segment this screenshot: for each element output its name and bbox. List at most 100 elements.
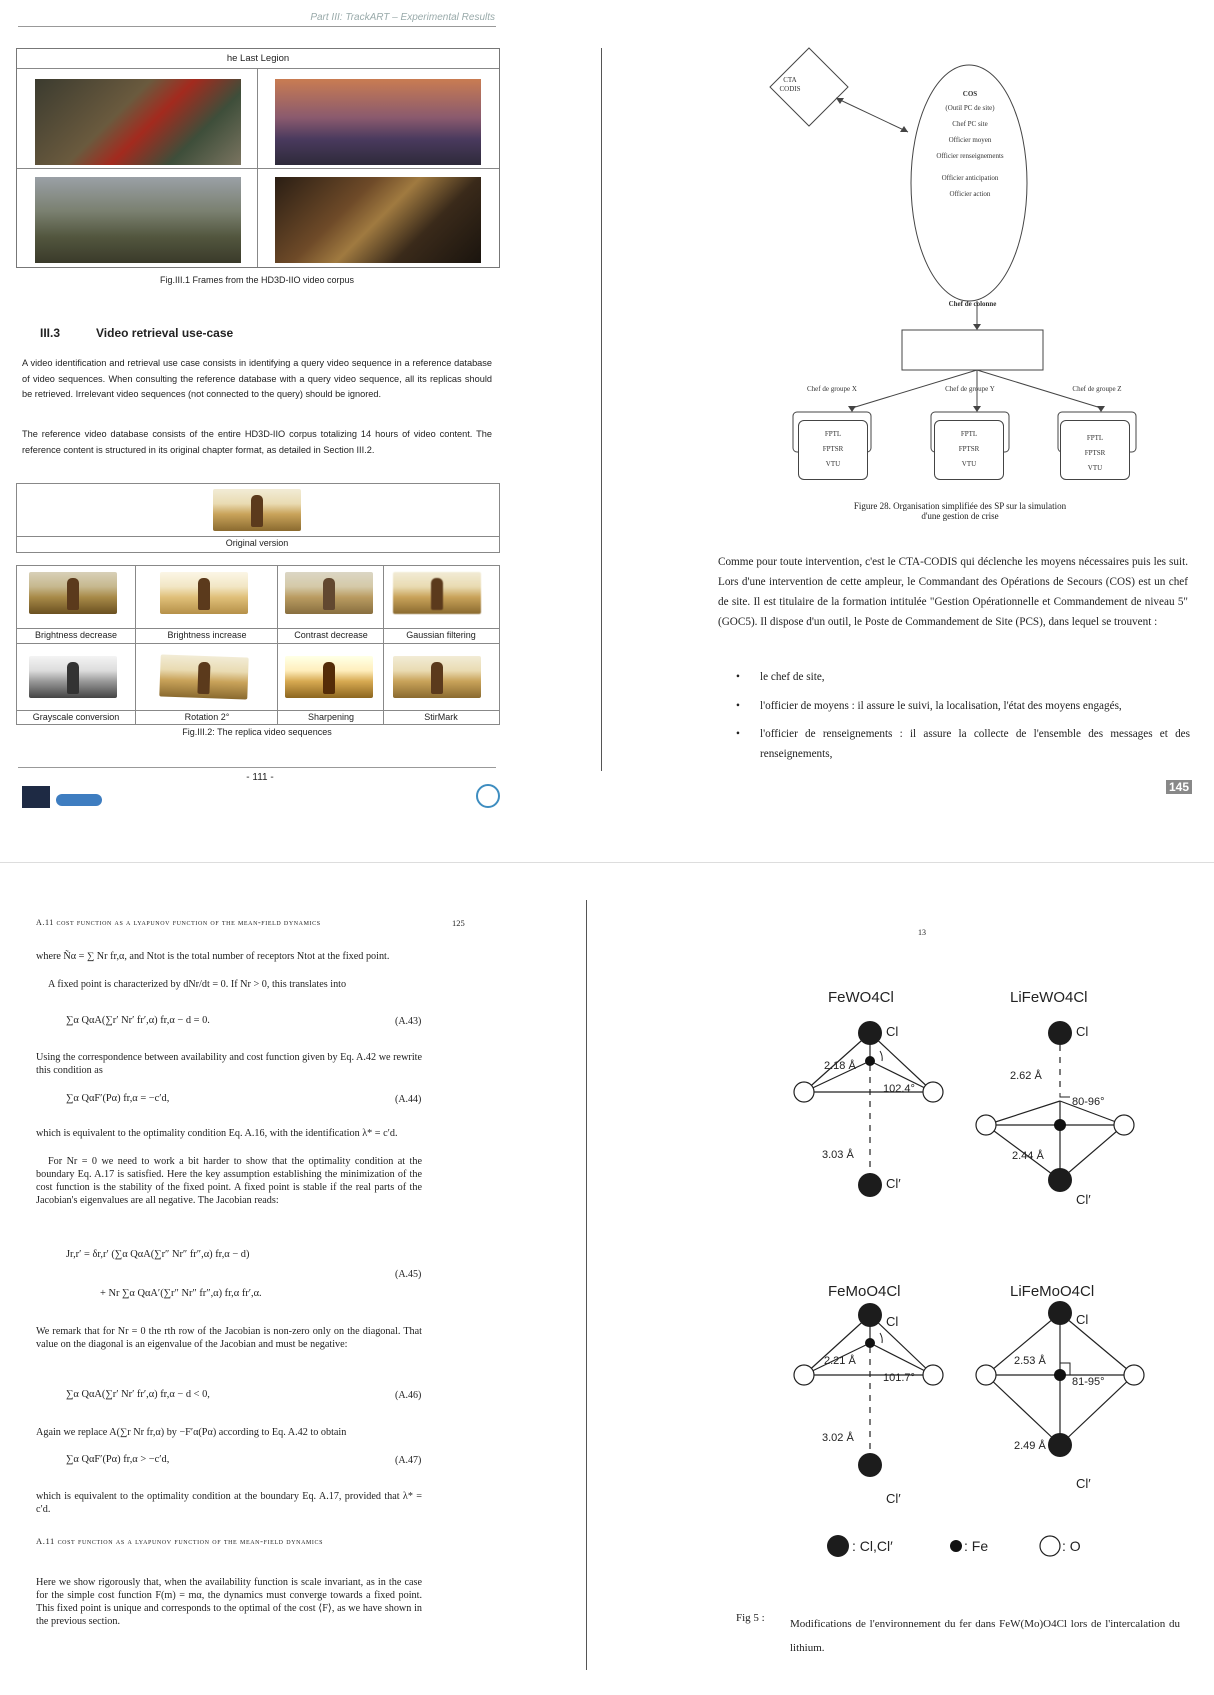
text-block: A fixed point is characterized by dNr/dt…	[48, 979, 347, 990]
replica-label: Rotation 2°	[184, 712, 230, 722]
atom-label: Cl′	[1076, 1476, 1091, 1491]
text-block: Using the correspondence between availab…	[36, 1052, 422, 1076]
footer-rule	[18, 767, 496, 768]
bullet-item: le chef de site,	[760, 671, 825, 683]
group-label: Chef de groupe Z	[1072, 385, 1122, 393]
figure-5-caption: Modifications de l'environnement du fer …	[790, 1618, 1180, 1654]
replica-label: Grayscale conversion	[32, 712, 120, 722]
frame-image-3	[35, 177, 241, 263]
angle-label: 81-95°	[1072, 1376, 1105, 1388]
text-block: For Nr = 0 we need to work a bit harder …	[36, 1156, 422, 1206]
angle-label: 102.4°	[883, 1083, 915, 1095]
cos-line: (Outil PC de site)	[945, 104, 995, 112]
replica-grid	[16, 565, 500, 725]
section-heading: A.11 cost function as a lyapunov functio…	[36, 1536, 324, 1546]
compound-label: LiFeMoO4Cl	[1010, 1283, 1095, 1300]
bullet-item: l'officier de renseignements : il assure…	[760, 728, 1190, 760]
chef-colonne-label: Chef de colonne	[948, 300, 997, 308]
equation-a45-line2: + Nr ∑α QαA′(∑r″ Nr″ fr″,α) fr,α fr′,α.	[100, 1288, 262, 1299]
replica-thumbnail	[393, 572, 481, 614]
page-number: 13	[918, 928, 926, 937]
body-paragraph: Comme pour toute intervention, c'est le …	[718, 556, 1188, 628]
atom-label: Cl′	[1076, 1192, 1091, 1207]
frames-figure: he Last Legion	[16, 48, 500, 268]
publisher-logo	[22, 786, 50, 808]
atom-label: Cl	[1076, 1312, 1089, 1327]
text-block: which is equivalent to the optimality co…	[36, 1128, 398, 1139]
figure-5-label: Fig 5 :	[736, 1612, 765, 1624]
cta-codis-label: CTA CODIS	[779, 76, 801, 93]
angle-label: 80-96°	[1072, 1096, 1105, 1108]
frame-image-1	[35, 79, 241, 165]
bond-length-label: 3.03 Å	[822, 1149, 854, 1161]
replica-label: Brightness decrease	[34, 630, 118, 640]
original-label: Original version	[225, 538, 289, 548]
section-number: III.3	[40, 326, 61, 340]
replica-thumbnail	[393, 656, 481, 698]
bullet-item: l'officier de moyens : il assure le suiv…	[760, 700, 1122, 712]
fewo4cl-structure	[793, 1021, 944, 1197]
cos-title: COS	[962, 90, 978, 98]
equation-a44: ∑α QαF′(Pα) fr,α = −c′d,	[66, 1093, 170, 1104]
figure-caption-1: Fig.III.1 Frames from the HD3D-IIO video…	[159, 275, 355, 285]
replica-thumbnail	[29, 656, 117, 698]
cos-line: Officier renseignements	[936, 152, 1004, 160]
replica-label: StirMark	[424, 712, 458, 722]
replica-thumbnail	[29, 572, 117, 614]
original-cell	[16, 483, 500, 553]
text-block: Again we replace A(∑r Nr fr,α) by −F′α(P…	[36, 1427, 347, 1438]
femoo4cl-structure	[793, 1303, 944, 1477]
institution-logo	[476, 784, 500, 808]
lifewo4cl-structure	[975, 1021, 1135, 1192]
figure-caption-2: Fig.III.2: The replica video sequences	[182, 727, 332, 737]
page-header: Part III: TrackART – Experimental Result…	[310, 12, 495, 23]
bullet-dot: •	[736, 728, 740, 740]
bullet-dot: •	[736, 700, 740, 712]
cos-line: Officier moyen	[948, 136, 992, 144]
header-rule	[18, 26, 496, 27]
text-block: where Ñα = ∑ Nr fr,α, and Ntot is the to…	[36, 951, 390, 962]
equation-a47: ∑α QαF′(Pα) fr,α > −c′d,	[66, 1454, 170, 1465]
bond-length-label: 2.62 Å	[1010, 1070, 1042, 1082]
page-divider	[601, 48, 602, 771]
original-thumbnail	[213, 489, 301, 531]
structure-diagram	[793, 1021, 1145, 1557]
compound-label: FeWO4Cl	[828, 989, 894, 1006]
replica-thumbnail	[285, 572, 373, 614]
paragraph-2: The reference video database consists of…	[22, 429, 492, 455]
equation-number: (A.47)	[395, 1455, 422, 1466]
paragraph-1: A video identification and retrieval use…	[22, 358, 492, 400]
section-title: Video retrieval use-case	[96, 326, 234, 340]
replica-thumbnail	[285, 656, 373, 698]
frame-image-2	[275, 79, 481, 165]
frame-image-4	[275, 177, 481, 263]
equation-number: (A.45)	[395, 1269, 422, 1280]
atom-label: Cl′	[886, 1176, 901, 1191]
equation-a45-line1: Jr,r′ = δr,r′ (∑α QαA(∑r″ Nr″ fr″,α) fr,…	[66, 1249, 250, 1260]
compound-label: LiFeWO4Cl	[1010, 989, 1088, 1006]
angle-label: 101.7°	[883, 1372, 915, 1384]
bond-length-label: 2.53 Å	[1014, 1355, 1046, 1367]
equation-number: (A.46)	[395, 1390, 422, 1401]
bond-length-label: 3.02 Å	[822, 1432, 854, 1444]
group-label: Chef de groupe X	[807, 385, 857, 393]
page-divider	[586, 900, 587, 1670]
replica-thumbnail	[159, 654, 249, 700]
atom-label: Cl	[886, 1024, 899, 1039]
lifemoo4cl-structure	[975, 1301, 1145, 1457]
replica-label: Contrast decrease	[294, 630, 368, 640]
page-number: - 111 -	[246, 772, 274, 783]
atom-label: Cl	[1076, 1024, 1089, 1039]
cos-line: Officier action	[949, 190, 991, 198]
bond-length-label: 2.18 Å	[824, 1060, 856, 1072]
bond-length-label: 2.21 Å	[824, 1355, 856, 1367]
replica-label: Brightness increase	[167, 630, 247, 640]
text-block: We remark that for Nr = 0 the rth row of…	[36, 1326, 422, 1350]
bullet-dot: •	[736, 671, 740, 683]
legend-o-label: : O	[1062, 1538, 1081, 1554]
equation-number: (A.44)	[395, 1094, 422, 1105]
cos-line: Chef PC site	[952, 120, 988, 128]
cos-line: Officier anticipation	[941, 174, 999, 182]
